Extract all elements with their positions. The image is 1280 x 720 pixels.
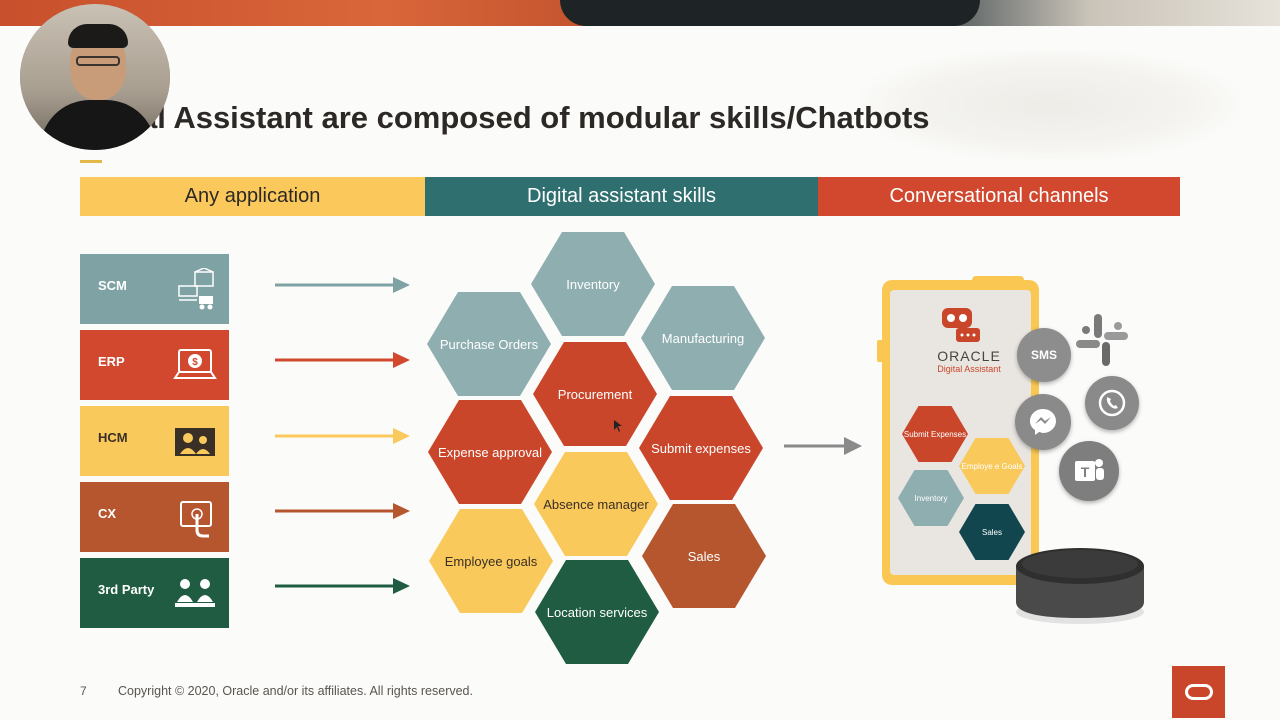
warehouse-truck-icon bbox=[178, 268, 214, 310]
people-desk-icon bbox=[175, 579, 215, 607]
skill-purchase-orders: Purchase Orders bbox=[427, 292, 551, 396]
whatsapp-glyph-icon bbox=[1098, 389, 1126, 417]
phone-tile-submit-expenses: Submit Expenses bbox=[902, 406, 968, 462]
oracle-logo bbox=[1172, 666, 1225, 718]
copyright-text: Copyright © 2020, Oracle and/or its affi… bbox=[118, 684, 473, 698]
arrow-erp bbox=[275, 352, 410, 368]
svg-text:$: $ bbox=[192, 357, 198, 368]
background-pattern bbox=[860, 50, 1240, 160]
presenter-glasses bbox=[76, 56, 120, 66]
phone-tile-employee-goals: Employe e Goals bbox=[959, 438, 1025, 494]
smart-speaker-icon bbox=[1016, 548, 1144, 624]
teams-icon: T bbox=[1059, 441, 1119, 501]
app-label: CX bbox=[98, 506, 117, 521]
top-decorative-band bbox=[0, 0, 1280, 26]
slack-icon bbox=[1076, 314, 1128, 366]
app-tile-3rd-party: 3rd Party bbox=[80, 558, 229, 628]
presenter-video[interactable] bbox=[20, 4, 170, 150]
phone-oracle-brand: ORACLE bbox=[937, 348, 1001, 364]
laptop-dollar-icon: $ bbox=[173, 349, 217, 379]
app-tile-erp: ERP $ bbox=[80, 330, 229, 400]
skill-expense-approval: Expense approval bbox=[428, 400, 552, 504]
sms-channel-icon: SMS bbox=[1017, 328, 1071, 382]
messenger-glyph-icon bbox=[1030, 409, 1056, 435]
top-band-dark-shape bbox=[560, 0, 980, 26]
skill-sales: Sales bbox=[642, 504, 766, 608]
skill-inventory: Inventory bbox=[531, 232, 655, 336]
assistant-robot-icon bbox=[942, 308, 980, 342]
mouse-cursor-icon bbox=[614, 420, 622, 432]
skill-manufacturing: Manufacturing bbox=[641, 286, 765, 390]
skill-location-services: Location services bbox=[535, 560, 659, 664]
skill-procurement: Procurement bbox=[533, 342, 657, 446]
column-header-applications: Any application bbox=[80, 177, 425, 216]
app-label: 3rd Party bbox=[98, 582, 155, 597]
app-tile-cx: CX bbox=[80, 482, 229, 552]
arrow-scm bbox=[275, 277, 410, 293]
whatsapp-icon bbox=[1085, 376, 1139, 430]
app-label: SCM bbox=[98, 278, 127, 293]
svg-text:T: T bbox=[1081, 464, 1090, 480]
arrow-cx bbox=[275, 503, 410, 519]
skill-employee-goals: Employee goals bbox=[429, 509, 553, 613]
app-label: ERP bbox=[98, 354, 125, 369]
touch-screen-icon bbox=[180, 501, 212, 538]
skill-absence-manager: Absence manager bbox=[534, 452, 658, 556]
sms-label: SMS bbox=[1030, 348, 1057, 362]
title-accent-line bbox=[80, 160, 102, 163]
app-tile-scm: SCM bbox=[80, 254, 229, 324]
app-label: HCM bbox=[98, 430, 128, 445]
messenger-icon bbox=[1015, 394, 1071, 450]
page-number: 7 bbox=[80, 684, 87, 698]
oracle-ring-icon bbox=[1184, 684, 1213, 700]
presenter-hair bbox=[68, 24, 128, 48]
people-frame-icon bbox=[175, 428, 215, 456]
arrow-3rd-party bbox=[275, 578, 410, 594]
phone-product-name: Digital Assistant bbox=[937, 364, 1001, 374]
phone-side-button bbox=[877, 340, 883, 362]
slide-title: al Assistant are composed of modular ski… bbox=[140, 100, 930, 135]
arrow-to-channels bbox=[784, 437, 862, 455]
skill-submit-expenses: Submit expenses bbox=[639, 396, 763, 500]
column-header-channels: Conversational channels bbox=[818, 177, 1180, 216]
teams-glyph-icon: T bbox=[1075, 459, 1104, 481]
arrow-hcm bbox=[275, 428, 410, 444]
phone-notch bbox=[972, 276, 1024, 286]
app-tile-hcm: HCM bbox=[80, 406, 229, 476]
column-header-skills: Digital assistant skills bbox=[425, 177, 818, 216]
